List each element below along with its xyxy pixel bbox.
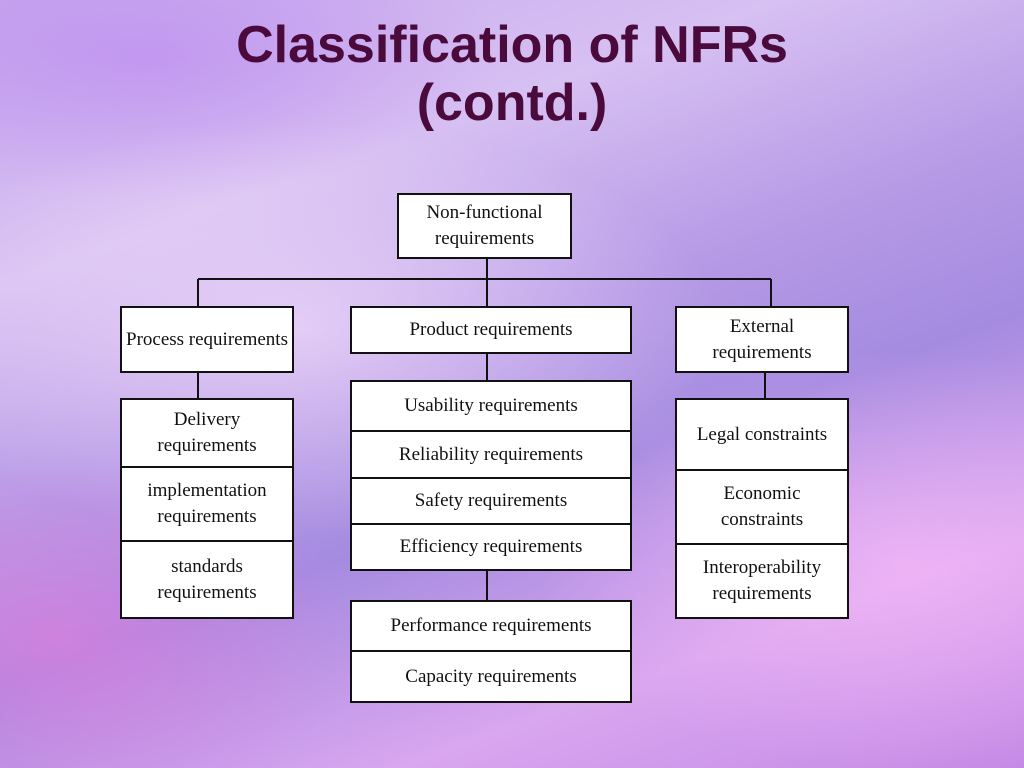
external-requirements-label: External requirements bbox=[712, 315, 812, 363]
product-requirements-label: Product requirements bbox=[409, 319, 573, 340]
external-children-group: Legal constraints Economic constraints I… bbox=[675, 398, 849, 619]
interoperability-requirements: Interoperability requirements bbox=[702, 557, 822, 604]
usability-requirements: Usability requirements bbox=[404, 395, 578, 416]
reliability-requirements: Reliability requirements bbox=[398, 443, 584, 465]
capacity-requirements: Capacity requirements bbox=[405, 665, 577, 687]
divider bbox=[120, 540, 294, 542]
root-node: Non-functional requirements bbox=[397, 193, 572, 259]
divider bbox=[350, 430, 632, 432]
divider bbox=[350, 523, 632, 525]
safety-requirements: Safety requirements bbox=[414, 490, 568, 511]
root-node-label: Non-functional requirements bbox=[426, 202, 543, 249]
slide-title: Classification of NFRs (contd.) bbox=[0, 16, 1024, 132]
process-requirements-node: Process requirements bbox=[120, 306, 294, 373]
product-subchildren-group: Performance requirements Capacity requir… bbox=[350, 600, 632, 703]
delivery-requirements: Delivery requirements bbox=[157, 409, 257, 456]
divider bbox=[120, 466, 294, 468]
divider bbox=[675, 543, 849, 545]
performance-requirements: Performance requirements bbox=[390, 615, 592, 636]
implementation-requirements: implementation requirements bbox=[147, 480, 267, 527]
title-line-1: Classification of NFRs bbox=[236, 16, 788, 74]
divider bbox=[350, 650, 632, 652]
external-requirements-node: External requirements bbox=[675, 306, 849, 373]
divider bbox=[675, 469, 849, 471]
product-requirements-node: Product requirements bbox=[350, 306, 632, 354]
process-children-group: Delivery requirements implementation req… bbox=[120, 398, 294, 619]
process-requirements-label: Process requirements bbox=[126, 328, 288, 350]
divider bbox=[350, 477, 632, 479]
efficiency-requirements: Efficiency requirements bbox=[399, 536, 583, 557]
title-line-2: (contd.) bbox=[416, 74, 608, 132]
standards-requirements: standards requirements bbox=[157, 555, 257, 603]
legal-constraints: Legal constraints bbox=[696, 423, 828, 445]
product-children-group: Usability requirements Reliability requi… bbox=[350, 380, 632, 571]
economic-constraints: Economic constraints bbox=[720, 483, 804, 530]
